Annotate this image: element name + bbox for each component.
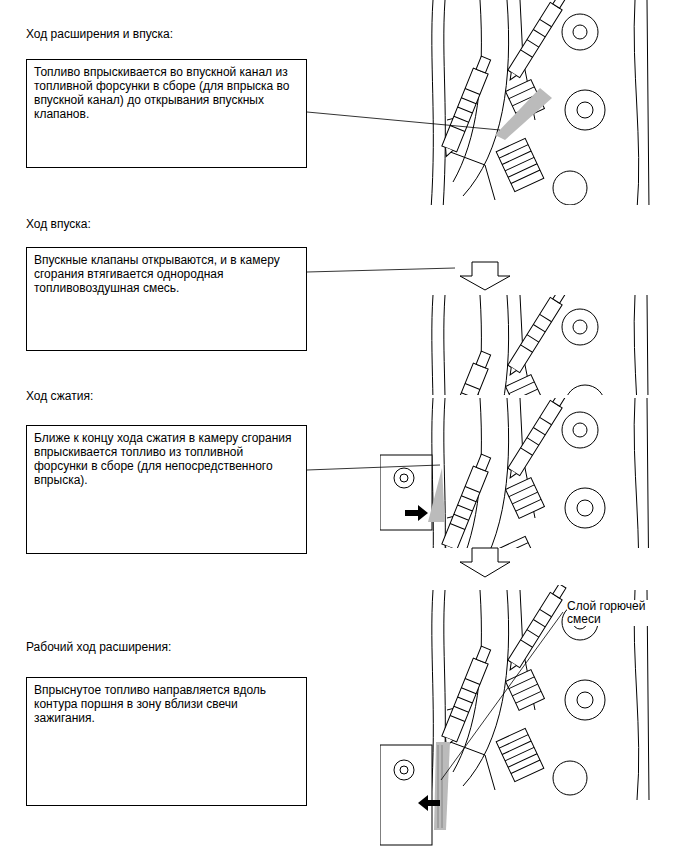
engine-figure	[380, 398, 649, 548]
description-text: Ближе к концу хода сжатия в камеру сгора…	[34, 431, 299, 487]
mixture-layer	[434, 742, 450, 830]
fuel-spray	[428, 468, 445, 522]
piston	[380, 745, 432, 845]
motion-arrow	[405, 505, 428, 521]
step-node: Ход расширения и впуска: Топливо впрыскив…	[26, 27, 307, 168]
engine-figure	[431, 0, 649, 205]
step-node: Рабочий ход расширения: Впрыснутое топлив…	[26, 640, 307, 806]
fuel-spray	[495, 88, 552, 140]
description-text: Топливо впрыскивается во впускной канал …	[34, 65, 299, 121]
leader-line	[307, 112, 563, 780]
step-node: Ход сжатия: Ближе к концу хода сжатия в к…	[26, 389, 307, 554]
stage-heading: Ход расширения и впуска:	[26, 27, 307, 42]
motion-arrow	[418, 795, 440, 811]
stage-arrow	[460, 262, 510, 290]
part-label: Слой горючей смеси	[567, 600, 653, 626]
description-text: Впускные клапаны открываются, и в камеру…	[34, 253, 299, 295]
description-box: Впрыснутое топливо направляется вдоль ко…	[26, 677, 307, 806]
description-box: Впускные клапаны открываются, и в камеру…	[26, 247, 307, 351]
description-box: Топливо впрыскивается во впускной канал …	[26, 59, 307, 168]
stage-heading: Рабочий ход расширения:	[26, 640, 307, 655]
description-text: Впрыснутое топливо направляется вдоль ко…	[34, 683, 299, 725]
engine-figure	[431, 295, 649, 395]
stage-heading: Ход сжатия:	[26, 389, 307, 404]
step-node: Ход впуска: Впускные клапаны открываются,…	[26, 217, 307, 351]
stage-arrow	[460, 548, 510, 577]
description-box: Ближе к концу хода сжатия в камеру сгора…	[26, 425, 307, 554]
stage-heading: Ход впуска:	[26, 217, 307, 232]
